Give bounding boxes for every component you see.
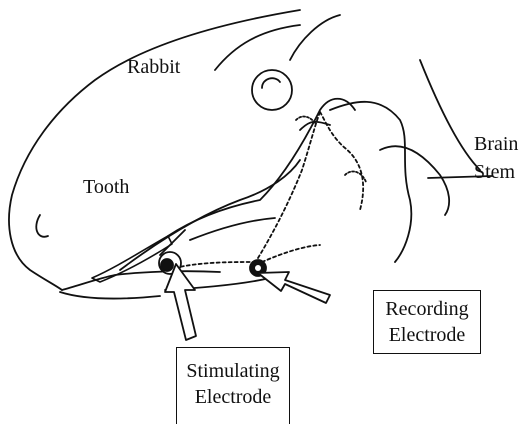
stimulating-electrode-box: Stimulating Electrode [176, 347, 290, 424]
brain-stem-label-line2: Stem [474, 161, 518, 183]
chin-line [60, 292, 160, 299]
recording-electrode-line1: Recording [374, 296, 480, 322]
recording-electrode-box: Recording Electrode [373, 290, 481, 354]
nerve-path-1 [175, 262, 255, 268]
nerve-path-4 [320, 112, 363, 210]
recording-electrode-line2: Electrode [374, 322, 480, 348]
brain-stem-branch [380, 146, 449, 215]
jaw-bone-inner [190, 218, 275, 240]
ganglion-2 [345, 171, 366, 182]
rabbit-label: Rabbit [127, 56, 180, 78]
head-back-line [420, 60, 480, 170]
head-outline [9, 10, 300, 290]
ear-line [290, 15, 340, 60]
nerve-path-3 [262, 245, 320, 262]
jaw-bone [168, 99, 355, 236]
forehead-line [215, 25, 300, 70]
brain-stem-label: Brain Stem [474, 133, 518, 183]
stimulating-electrode-line2: Electrode [177, 384, 289, 410]
stimulating-electrode-line1: Stimulating [177, 358, 289, 384]
stimulating-arrow [165, 264, 196, 340]
recording-arrow [258, 272, 330, 303]
nostril [36, 215, 48, 237]
nerve-path-2 [258, 112, 320, 258]
tooth-label: Tooth [83, 176, 129, 198]
brain-stem-label-line1: Brain [474, 133, 518, 155]
brain-stem-shape [330, 102, 411, 262]
eye [252, 70, 292, 110]
